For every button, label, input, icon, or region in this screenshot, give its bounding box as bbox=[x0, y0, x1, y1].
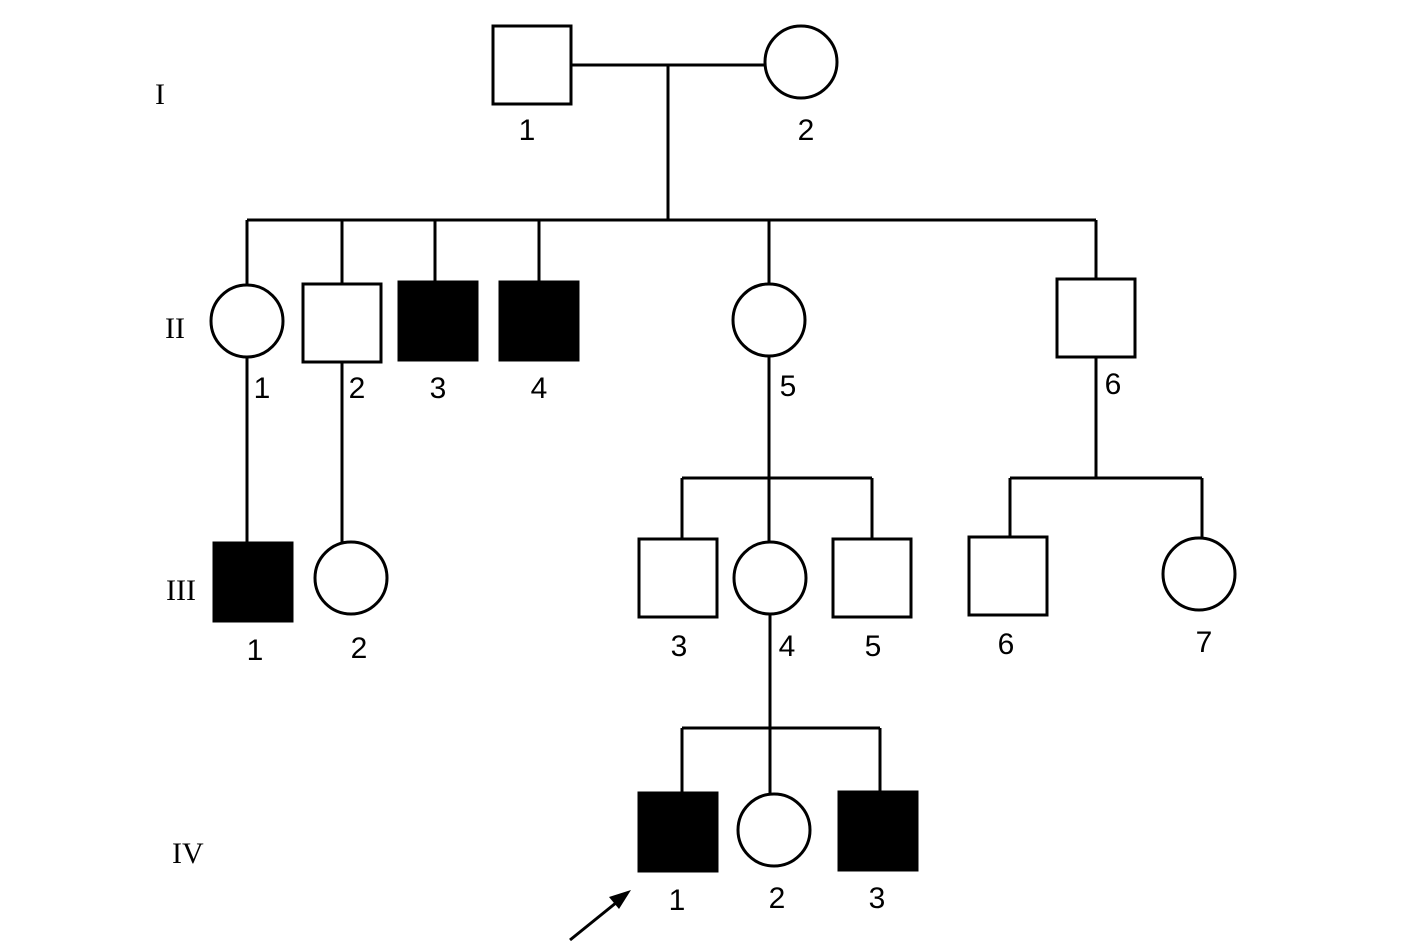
male-square-ii-4 bbox=[498, 280, 580, 362]
female-circle-iv-2 bbox=[736, 792, 812, 868]
male-square-ii-6 bbox=[1055, 277, 1137, 359]
male-square-iii-5 bbox=[831, 537, 913, 619]
relationship-lines bbox=[245, 63, 1204, 797]
generation-label-I: I bbox=[155, 78, 165, 111]
individual-number-ii-6: 6 bbox=[1105, 368, 1122, 401]
male-square-i-1 bbox=[491, 24, 573, 106]
male-square-iii-6 bbox=[967, 535, 1049, 617]
individuals: 1 2 1 2 3 4 5 6 1 2 3 4 5 6 7 1 2 3 bbox=[209, 24, 1237, 917]
male-square-ii-3 bbox=[397, 280, 479, 362]
male-square-iv-1 bbox=[637, 791, 719, 873]
male-square-iii-1 bbox=[212, 541, 294, 623]
female-circle-iii-4 bbox=[732, 540, 808, 616]
generation-label-III: III bbox=[166, 574, 196, 607]
individual-number-i-1: 1 bbox=[519, 114, 536, 147]
individual-number-iv-2: 2 bbox=[769, 882, 786, 915]
individual-number-iii-5: 5 bbox=[865, 630, 882, 663]
male-square-iii-3 bbox=[637, 537, 719, 619]
individual-number-iii-3: 3 bbox=[671, 630, 688, 663]
generation-label-II: II bbox=[165, 312, 185, 345]
individual-number-iii-6: 6 bbox=[998, 628, 1015, 661]
individual-number-ii-4: 4 bbox=[531, 372, 548, 405]
female-circle-iii-7 bbox=[1161, 536, 1237, 612]
individual-number-iv-3: 3 bbox=[869, 882, 886, 915]
individual-number-ii-1: 1 bbox=[254, 372, 271, 405]
individual-number-iii-2: 2 bbox=[351, 632, 368, 665]
male-square-iv-3 bbox=[837, 790, 919, 872]
female-circle-iii-2 bbox=[313, 540, 389, 616]
generation-label-IV: IV bbox=[172, 837, 204, 870]
female-circle-ii-1 bbox=[209, 283, 285, 359]
individual-number-i-2: 2 bbox=[798, 114, 815, 147]
individual-number-ii-2: 2 bbox=[349, 372, 366, 405]
female-circle-ii-5 bbox=[731, 282, 807, 358]
male-square-ii-2 bbox=[301, 282, 383, 364]
individual-number-iv-1: 1 bbox=[669, 884, 686, 917]
arrow-icon bbox=[569, 890, 631, 942]
individual-number-ii-3: 3 bbox=[430, 372, 447, 405]
individual-number-iii-1: 1 bbox=[247, 634, 264, 667]
female-circle-i-2 bbox=[763, 24, 839, 100]
individual-number-iii-4: 4 bbox=[779, 630, 796, 663]
individual-number-ii-5: 5 bbox=[780, 370, 797, 403]
individual-number-iii-7: 7 bbox=[1196, 626, 1213, 659]
